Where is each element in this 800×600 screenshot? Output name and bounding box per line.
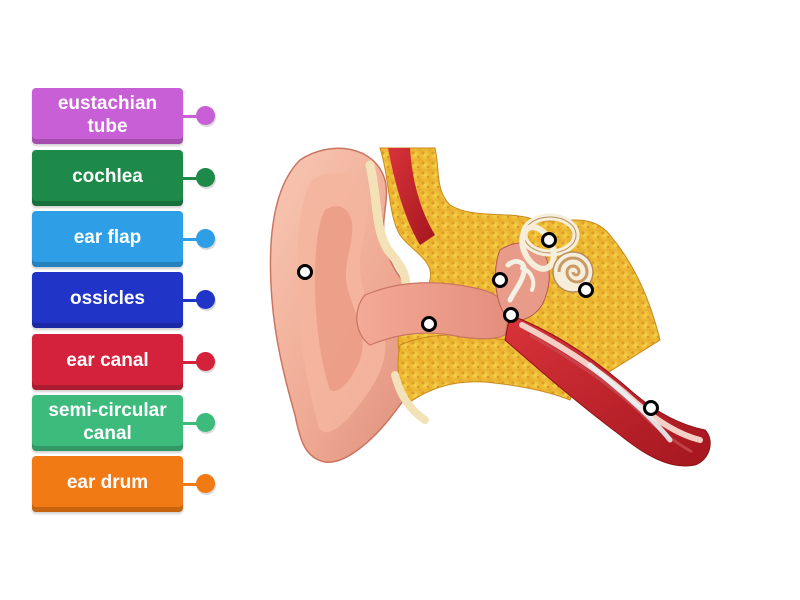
connector-line: [183, 238, 203, 241]
target-eustachian-tube[interactable]: [643, 400, 659, 416]
label-eustachian-tube[interactable]: eustachian tube: [32, 88, 183, 144]
target-ossicles[interactable]: [503, 307, 519, 323]
label-row-cochlea: cochlea: [32, 150, 222, 206]
label-text: ossicles: [70, 288, 145, 309]
connector-line: [183, 299, 203, 302]
label-text: eustachian tube: [57, 92, 158, 137]
pin-handle[interactable]: [196, 168, 215, 187]
label-row-semi-circular-canal: semi-circular canal: [32, 395, 222, 451]
label-text: semi-circular canal: [48, 399, 167, 444]
ear-anatomy-illustration: [269, 147, 711, 467]
label-semi-circular-canal[interactable]: semi-circular canal: [32, 395, 183, 451]
connector-line: [183, 115, 203, 118]
label-ear-flap[interactable]: ear flap: [32, 211, 183, 267]
target-cochlea[interactable]: [578, 282, 594, 298]
label-list: eustachian tube cochlea ear flap ossicle…: [0, 0, 230, 600]
connector-line: [183, 422, 203, 425]
label-row-ear-canal: ear canal: [32, 334, 222, 390]
pin-handle[interactable]: [196, 106, 215, 125]
connector-line: [183, 361, 203, 364]
pin-handle[interactable]: [196, 413, 215, 432]
pin-handle[interactable]: [196, 290, 215, 309]
connector-line: [183, 177, 203, 180]
ear-diagram: [260, 140, 720, 485]
target-ear-flap[interactable]: [297, 264, 313, 280]
label-text: ear flap: [73, 227, 142, 248]
pin-handle[interactable]: [196, 352, 215, 371]
pin-handle[interactable]: [196, 474, 215, 493]
label-cochlea[interactable]: cochlea: [32, 150, 183, 206]
label-text: ear canal: [66, 350, 149, 371]
label-ear-canal[interactable]: ear canal: [32, 334, 183, 390]
label-ear-drum[interactable]: ear drum: [32, 456, 183, 512]
pin-handle[interactable]: [196, 229, 215, 248]
target-ear-drum[interactable]: [492, 272, 508, 288]
label-row-eustachian-tube: eustachian tube: [32, 88, 222, 144]
target-semi-circular-canal[interactable]: [541, 232, 557, 248]
label-ossicles[interactable]: ossicles: [32, 272, 183, 328]
label-row-ear-drum: ear drum: [32, 456, 222, 512]
label-row-ossicles: ossicles: [32, 272, 222, 328]
label-row-ear-flap: ear flap: [32, 211, 222, 267]
label-text: cochlea: [72, 166, 143, 187]
target-ear-canal[interactable]: [421, 316, 437, 332]
connector-line: [183, 483, 203, 486]
label-text: ear drum: [66, 472, 149, 493]
